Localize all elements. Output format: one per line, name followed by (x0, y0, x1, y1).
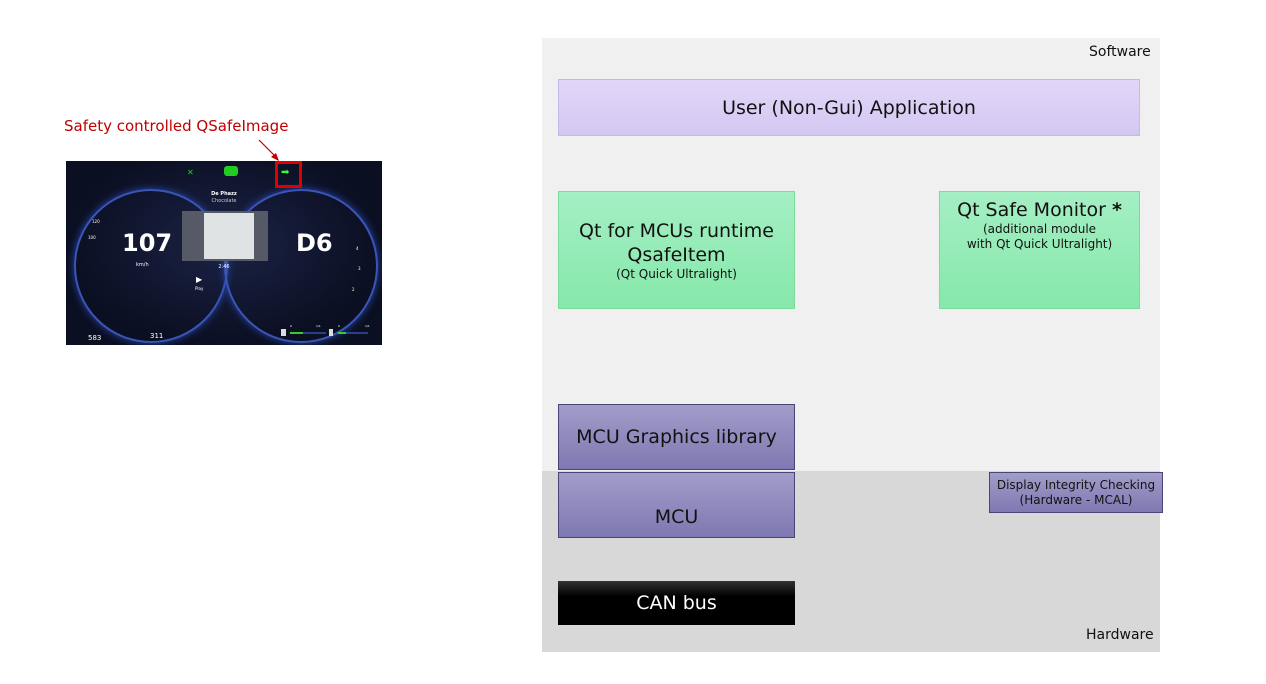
track-subtitle: Chocolate (211, 198, 237, 204)
battery-bar (338, 332, 368, 334)
fuel-max: 1/1 (316, 324, 321, 328)
annotation-arrow (258, 139, 279, 161)
mcu-graphics-label: MCU Graphics library (576, 426, 777, 448)
play-label: Play (195, 286, 204, 291)
fuel-icon (281, 329, 286, 336)
safe-monitor-line3: with Qt Quick Ultralight) (966, 237, 1113, 251)
asterisk-icon: * (1111, 199, 1122, 221)
arrow-right-icon: ➡ (281, 167, 290, 178)
play-icon: ▶ (196, 275, 203, 284)
display-integrity-line2: (Hardware - MCAL) (1019, 492, 1133, 507)
odo-value: 583 (88, 334, 102, 342)
gauge-tick: 3 (358, 266, 361, 271)
trip-value: 311 (150, 332, 164, 340)
battery-min: 0 (338, 324, 340, 328)
qt-mcu-line3: (Qt Quick Ultralight) (616, 266, 737, 281)
battery-max: 1/1 (365, 324, 370, 328)
can-bus-box: CAN bus (558, 581, 795, 625)
safety-highlight-box (275, 161, 302, 188)
gauge-tick: 100 (88, 235, 96, 240)
user-application-box: User (Non-Gui) Application (558, 79, 1140, 136)
display-integrity-box: Display Integrity Checking (Hardware - M… (989, 472, 1163, 513)
gauge-tick: 4 (356, 246, 359, 251)
qt-safe-monitor-box: Qt Safe Monitor * (additional module wit… (939, 191, 1140, 309)
album-art-inner (204, 213, 254, 259)
fuel-bar (290, 332, 326, 334)
speed-unit: km/h (136, 262, 149, 268)
hardware-label: Hardware (1086, 627, 1154, 643)
speed-value: 107 (122, 229, 173, 257)
safe-monitor-title: Qt Safe Monitor (957, 199, 1106, 221)
safety-label: Safety controlled QSafeImage (64, 117, 289, 135)
user-application-label: User (Non-Gui) Application (722, 96, 976, 119)
can-bus-label: CAN bus (636, 592, 717, 614)
cruise-icon (224, 166, 238, 176)
track-title: De Phazz (211, 191, 237, 197)
software-label: Software (1089, 44, 1151, 60)
qt-mcu-line1: Qt for MCUs runtime (579, 219, 774, 242)
qt-mcu-line2: QsafeItem (627, 243, 726, 266)
display-integrity-line1: Display Integrity Checking (996, 477, 1156, 492)
gear-value: D6 (296, 229, 333, 257)
fuel-min: 0 (290, 324, 292, 328)
safe-monitor-line2: (additional module (982, 222, 1097, 236)
track-time: 2:46 (218, 264, 230, 270)
battery-icon (329, 329, 333, 336)
mcu-graphics-library-box: MCU Graphics library (558, 404, 795, 470)
mcu-label: MCU (654, 506, 699, 528)
right-gauge (224, 189, 378, 343)
mcu-box: MCU (558, 472, 795, 538)
gauge-tick: 120 (92, 219, 100, 224)
qt-mcu-runtime-box: Qt for MCUs runtime QsafeItem (Qt Quick … (558, 191, 795, 309)
dashboard-screenshot: ➡ ✕ De Phazz Chocolate 2:46 107 km/h D6 … (66, 161, 382, 345)
lane-icon: ✕ (187, 168, 194, 177)
gauge-tick: 2 (352, 287, 355, 292)
